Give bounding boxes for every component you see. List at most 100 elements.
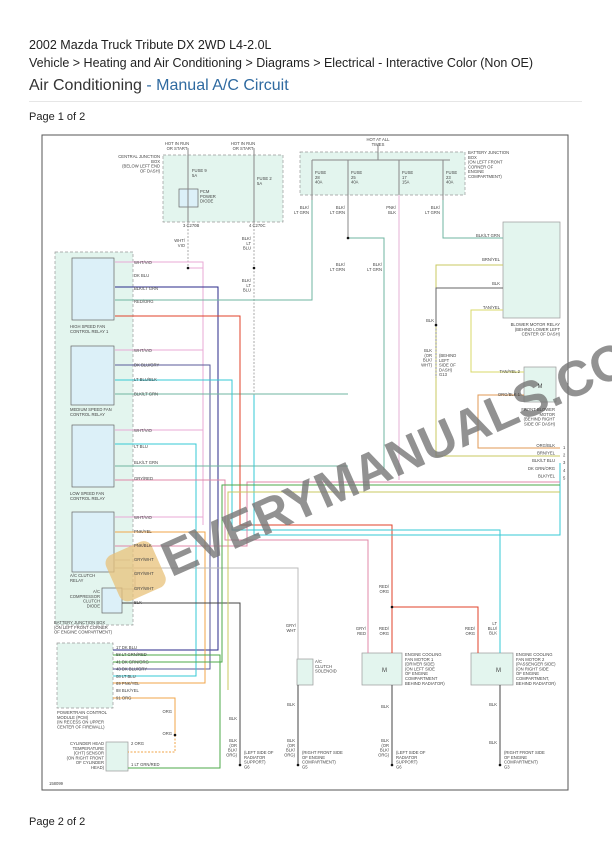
label-line: BLK/LT GRN bbox=[134, 286, 158, 291]
label-line: 3 bbox=[563, 460, 566, 465]
label-line: (BELOW LEFT END bbox=[122, 164, 160, 169]
label-line: (ON LEFT FRONT bbox=[468, 160, 503, 165]
pcm-box bbox=[56, 642, 114, 709]
label-line: TIMES bbox=[372, 142, 385, 147]
label-line: BLK bbox=[134, 600, 142, 605]
label-line: OR START bbox=[233, 146, 254, 151]
label-line: CONTROL RELAY bbox=[70, 496, 105, 501]
label-line: TAN/YEL bbox=[483, 305, 501, 310]
label-line: BRN/YEL bbox=[482, 257, 501, 262]
ac-compressor-clutch-diode bbox=[101, 587, 123, 614]
label-line: 28 bbox=[315, 175, 320, 180]
label-line: MODULE (PCM) bbox=[57, 715, 89, 720]
label-line: 91 ORG bbox=[116, 695, 131, 700]
label-line: LT GRN bbox=[425, 210, 440, 215]
label-line: CONTROL RELAY 1 bbox=[70, 329, 109, 334]
label-line: G3 bbox=[504, 764, 510, 769]
wire-label: GRY/RED bbox=[356, 626, 367, 636]
label-line: CENTRAL JUNCTION bbox=[118, 154, 160, 159]
label-line: (BEHIND RIGHT bbox=[524, 417, 556, 422]
vehicle-title: 2002 Mazda Truck Tribute DX 2WD L4-2.0L bbox=[29, 38, 272, 52]
label-line: RED bbox=[357, 631, 366, 636]
title-sub[interactable]: Manual A/C Circuit bbox=[156, 77, 289, 94]
label-line: BLK/ bbox=[336, 262, 346, 267]
label-line: LOW SPEED FAN bbox=[70, 491, 104, 496]
label-line: A/C CLUTCH bbox=[70, 573, 95, 578]
label-line: CORNER OF bbox=[468, 164, 494, 169]
label-line: BLK/ bbox=[242, 236, 252, 241]
label-line: SUPPORT) bbox=[244, 760, 266, 765]
label-line: GRY/ bbox=[356, 626, 367, 631]
label-line: (LEFT SIDE OF bbox=[244, 750, 274, 755]
label-line: PNK/BLK bbox=[134, 543, 152, 548]
label-line: 23 bbox=[446, 175, 451, 180]
label-line: TEMPERATURE bbox=[73, 746, 105, 751]
label-line: OR START bbox=[167, 146, 188, 151]
cht-sensor bbox=[105, 741, 129, 772]
divider bbox=[29, 101, 582, 102]
label-line: 1 bbox=[563, 445, 566, 450]
label-line: (BEHIND bbox=[439, 353, 456, 358]
label-line: LT GRN bbox=[330, 267, 345, 272]
label-line: RED/ bbox=[465, 626, 476, 631]
label-line: CENTER OF FIREWALL) bbox=[57, 724, 105, 729]
label-line: GRY/WHT bbox=[134, 557, 154, 562]
label-line: GRY/WHT bbox=[134, 571, 154, 576]
label-line: 58 LT GRN/RED bbox=[116, 652, 147, 657]
motor-pin-2: TAN/YEL 2 bbox=[500, 369, 521, 374]
breadcrumb[interactable]: Vehicle > Heating and Air Conditioning >… bbox=[29, 56, 534, 70]
label-line: POWERTRAIN CONTROL bbox=[57, 710, 108, 715]
label-line: DASH) bbox=[439, 367, 453, 372]
label-line: DIODE bbox=[200, 199, 213, 204]
label-line: FUSE bbox=[446, 170, 457, 175]
label-line: BLK/ bbox=[228, 748, 238, 753]
label-line: FRONT BLOWER bbox=[521, 407, 555, 412]
label-line: RED/ORG bbox=[134, 299, 154, 304]
wire-label: WHT/VIO bbox=[174, 238, 186, 248]
label-line: BLK bbox=[492, 281, 500, 286]
g3-wire-label: BLK bbox=[489, 740, 497, 745]
wire-label: PNK/BLK bbox=[386, 205, 397, 215]
label-line: FUSE bbox=[402, 170, 413, 175]
label-line: (OR bbox=[381, 743, 389, 748]
label-line: (OR bbox=[229, 743, 237, 748]
label-line: BLOWER MOTOR RELAY bbox=[511, 322, 561, 327]
label-line: BLU/ bbox=[488, 626, 498, 631]
label-line: CLUTCH bbox=[315, 664, 332, 669]
label-line: HIGH SPEED FAN bbox=[70, 324, 105, 329]
label-line: ORG) bbox=[226, 752, 238, 757]
label-line: BLK bbox=[229, 738, 237, 743]
label-line: PNK/YEL bbox=[134, 529, 152, 534]
label-line: GRY/WHT bbox=[134, 586, 154, 591]
label-line: LT GRN bbox=[367, 267, 382, 272]
label-line: BLK/LT GRN bbox=[134, 460, 158, 465]
medium-speed-fan-relay bbox=[70, 345, 115, 406]
label-line: ENGINE COOLING bbox=[405, 652, 442, 657]
label-line: BEHIND RADIATOR) bbox=[516, 681, 556, 686]
label-line: 2 bbox=[563, 453, 566, 458]
label-line: ORG) bbox=[378, 752, 390, 757]
label-line: HOT IN RUN bbox=[231, 141, 255, 146]
label-line: BLU bbox=[243, 246, 251, 251]
label-line: OF ENGINE bbox=[516, 671, 539, 676]
label-line: DK BLU bbox=[134, 273, 149, 278]
label-line: HOT AT ALL bbox=[366, 137, 390, 142]
